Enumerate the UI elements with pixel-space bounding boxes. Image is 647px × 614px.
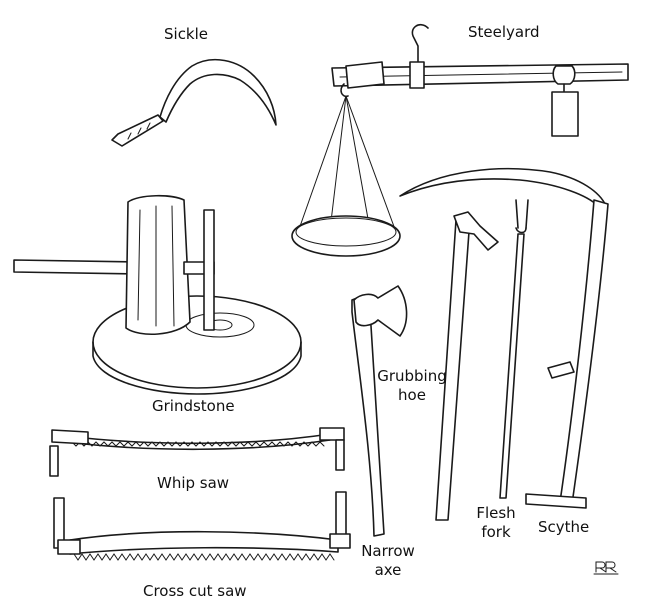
flesh-fork-drawing [499, 199, 529, 499]
cross-cut-saw-drawing [53, 491, 351, 561]
label-steelyard: Steelyard [468, 23, 540, 41]
label-scythe: Scythe [538, 518, 590, 536]
label-grubbing-hoe-line1: Grubbing [377, 367, 447, 385]
label-flesh-fork-line1: Flesh [476, 504, 516, 522]
label-sickle: Sickle [164, 25, 209, 43]
label-flesh-fork: Flesh fork [468, 504, 524, 542]
label-narrow-axe-line2: axe [374, 561, 402, 579]
label-narrow-axe-line1: Narrow [361, 542, 415, 560]
sickle-drawing [111, 58, 277, 147]
narrow-axe-drawing [351, 285, 408, 537]
grubbing-hoe-drawing [435, 211, 499, 521]
scythe-drawing [399, 167, 609, 509]
label-grubbing-hoe: Grubbing hoe [372, 367, 452, 405]
label-flesh-fork-line2: fork [481, 523, 511, 541]
label-cross-cut-saw: Cross cut saw [143, 582, 247, 600]
label-narrow-axe: Narrow axe [356, 542, 420, 580]
whip-saw-drawing [49, 427, 345, 477]
steelyard-drawing [291, 23, 629, 257]
grindstone-drawing [13, 194, 302, 395]
label-grubbing-hoe-line2: hoe [398, 386, 426, 404]
label-grindstone: Grindstone [152, 397, 235, 415]
artist-signature [593, 561, 619, 575]
label-whip-saw: Whip saw [157, 474, 230, 492]
